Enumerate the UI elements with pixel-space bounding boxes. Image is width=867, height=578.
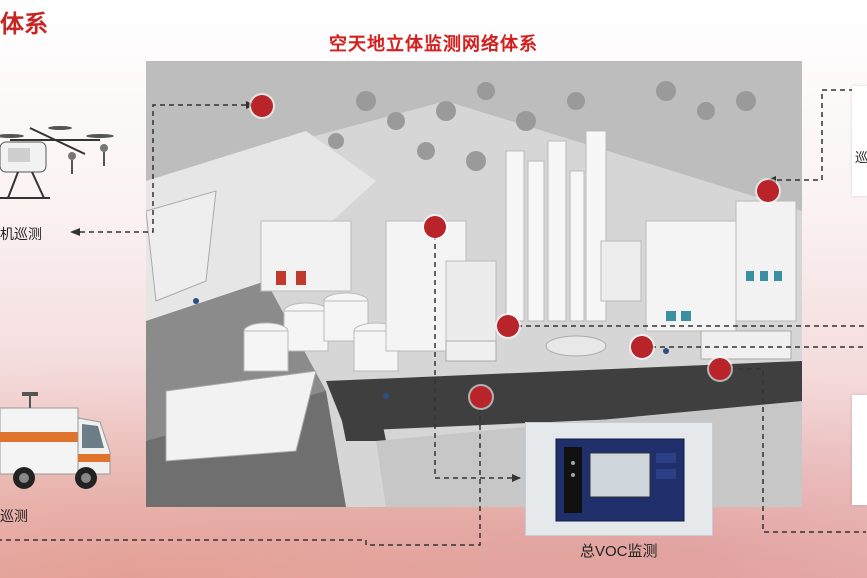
monitor-point-marker: [631, 336, 653, 358]
drone-patrol-label: 机巡测: [0, 226, 42, 242]
drone-icon: [0, 126, 114, 199]
voc-monitoring-label: 总VOC监测: [580, 543, 658, 560]
voc-analyzer-panel: [525, 422, 713, 536]
main-title: 空天地立体监测网络体系: [329, 34, 538, 54]
monitoring-vehicle-icon: [0, 392, 111, 489]
monitor-point-marker: [709, 358, 731, 380]
right-edge-card: [852, 86, 867, 196]
monitor-point-marker: [470, 386, 492, 408]
right-edge-label: 巡: [855, 150, 867, 165]
monitor-point-marker: [424, 216, 446, 238]
vehicle-patrol-label: 巡测: [0, 508, 28, 524]
corner-title: 体系: [0, 11, 48, 38]
right-edge-card-lower: [852, 395, 867, 505]
monitor-point-marker: [757, 180, 779, 202]
voc-analyzer-icon: [555, 438, 685, 522]
monitor-point-marker: [497, 315, 519, 337]
monitor-point-marker: [251, 95, 273, 117]
